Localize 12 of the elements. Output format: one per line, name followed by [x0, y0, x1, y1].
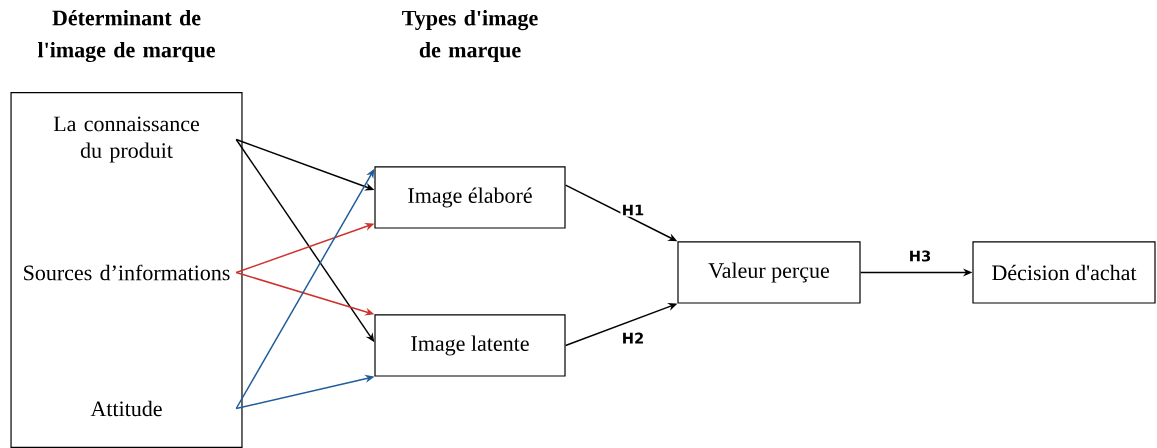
edge-label: H2: [620, 331, 646, 345]
process-box: Valeur perçue: [677, 241, 861, 304]
edge-label: H3: [907, 249, 933, 263]
item-text: La connaissance du produit: [53, 116, 200, 163]
edge-label: H1: [620, 203, 646, 217]
process-box: Décision d'achat: [972, 241, 1156, 304]
heading: Déterminant de l'image de marque: [37, 9, 215, 63]
process-box: Image élaboré: [374, 166, 566, 229]
heading: Types d'image de marque: [402, 10, 538, 62]
process-box: Image latente: [374, 314, 566, 377]
item-text: Attitude: [90, 400, 162, 417]
item-text: Sources d’informations: [24, 264, 230, 281]
